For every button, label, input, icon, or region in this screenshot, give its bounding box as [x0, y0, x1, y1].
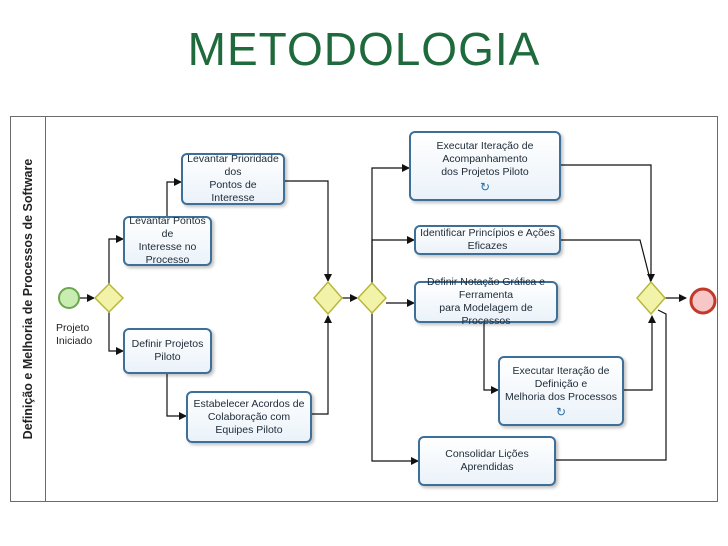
flow-levantar-pontos-to-prioridade: [166, 178, 182, 216]
gateway-join-4: [636, 280, 666, 316]
start-event-label: Projeto Iniciado: [56, 322, 93, 347]
start-event: [58, 287, 80, 309]
sequence-flows: [79, 164, 687, 465]
gateway-split-1: [93, 282, 125, 314]
flow-gateway1-to-levantar-pontos: [108, 235, 124, 284]
flow-prioridade-to-gateway2: [284, 180, 332, 282]
flow-consolidar-to-gateway4: [556, 309, 667, 461]
flow-definicao-to-gateway4: [624, 315, 656, 391]
task-executar-acompanhamento[interactable]: Executar Iteração de Acompanhamento dos …: [409, 131, 561, 201]
flow-definir-projetos-to-acordos: [166, 374, 187, 420]
gateway-join-2: [313, 280, 343, 316]
flow-identificar-to-gateway4: [561, 239, 652, 284]
process-pool: [10, 116, 718, 502]
flow-gateway3-to-identificar: [371, 236, 415, 284]
end-event: [689, 287, 717, 315]
flow-acompanhamento-to-gateway4: [561, 164, 655, 282]
task-levantar-prioridade[interactable]: Levantar Prioridade dos Pontos de Intere…: [181, 153, 285, 205]
task-executar-definicao[interactable]: Executar Iteração de Definição e Melhori…: [498, 356, 624, 426]
flow-gateway3-to-consolidar: [371, 312, 419, 465]
task-levantar-pontos[interactable]: Levantar Pontos de Interesse no Processo: [123, 215, 212, 266]
task-identificar-principios[interactable]: Identificar Princípios e Ações Eficazes: [414, 225, 561, 255]
flow-acordos-to-gateway2: [312, 315, 332, 415]
page-title: METODOLOGIA: [187, 23, 541, 75]
gateway-split-3: [356, 281, 388, 315]
loop-icon: ↻: [479, 179, 491, 194]
task-definir-projetos-piloto[interactable]: Definir Projetos Piloto: [123, 328, 212, 374]
flow-notacao-to-definicao: [483, 323, 499, 394]
task-consolidar-licoes[interactable]: Consolidar Lições Aprendidas: [418, 436, 556, 486]
gateways: [93, 280, 666, 316]
task-definir-notacao[interactable]: Definir Notação Gráfica e Ferramenta par…: [414, 276, 558, 327]
task-estabelecer-acordos[interactable]: Estabelecer Acordos de Colaboração com E…: [186, 391, 312, 443]
lane-header: Definição e Melhoria de Processos de Sof…: [10, 116, 46, 502]
loop-icon: ↻: [555, 404, 567, 419]
flow-gateway1-to-definir-projetos: [108, 312, 124, 355]
flow-gateway3-to-acompanhamento: [371, 164, 410, 284]
